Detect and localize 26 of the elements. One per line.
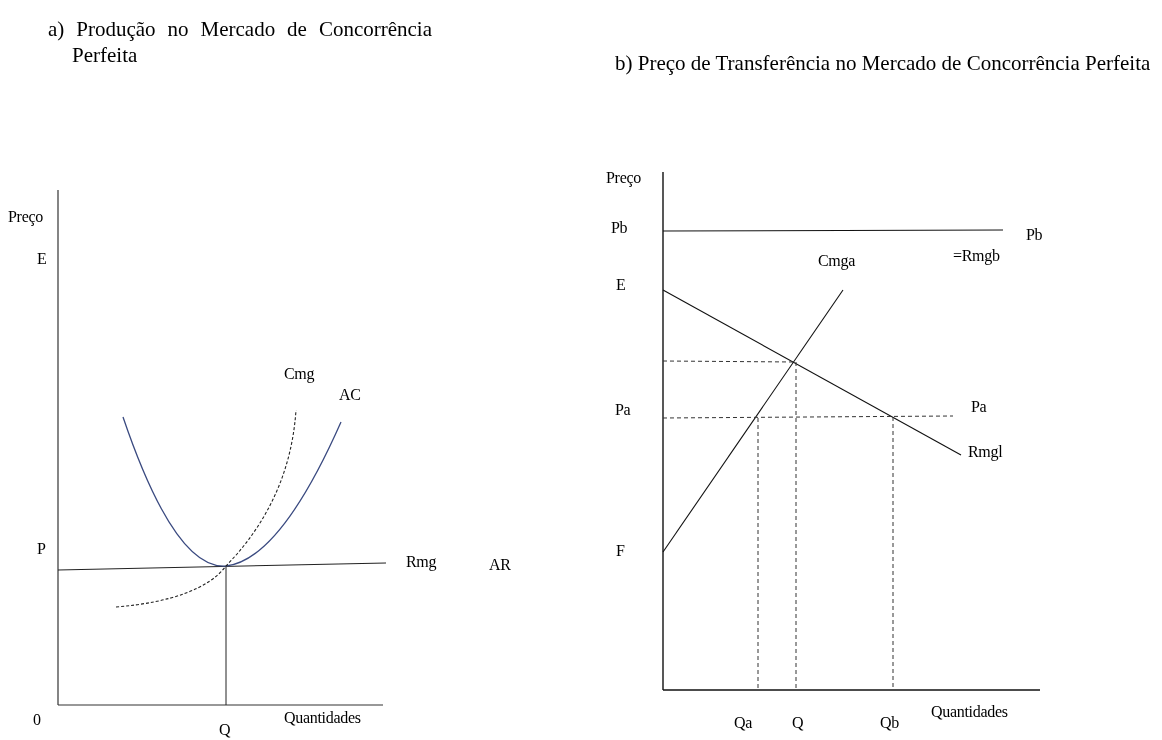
point-label: 0	[33, 711, 41, 729]
curve-label: =Rmgb	[953, 247, 1000, 265]
point-label: E	[37, 250, 47, 268]
point-label: Pb	[611, 219, 628, 237]
point-label: E	[616, 276, 626, 294]
axis-label: Preço	[606, 169, 641, 187]
point-label: Q	[219, 721, 231, 739]
axis-label: Preço	[8, 208, 43, 226]
curve-label: Cmg	[284, 365, 315, 383]
panel-title: b) Preço de Transferência no Mercado de Concorrência Perfeita	[615, 50, 1152, 76]
curve-label: Pa	[971, 398, 987, 416]
curve-label: Pb	[1026, 226, 1043, 244]
curve-label: AC	[339, 386, 361, 404]
point-label: Qa	[734, 714, 753, 732]
point-label: F	[616, 542, 625, 560]
axis-label: Quantidades	[284, 709, 361, 727]
point-label: P	[37, 540, 46, 558]
curve-label: AR	[489, 556, 511, 574]
point-label: Q	[792, 714, 804, 732]
curve-label: Cmga	[818, 252, 856, 270]
curve-label: Rmg	[406, 553, 437, 571]
curve-label: Rmgl	[968, 443, 1003, 461]
point-label: Qb	[880, 714, 899, 732]
point-label: Pa	[615, 401, 631, 419]
axis-label: Quantidades	[931, 703, 1008, 721]
panel-title: a) Produção no Mercado de Concorrência Perfeita	[48, 16, 432, 68]
